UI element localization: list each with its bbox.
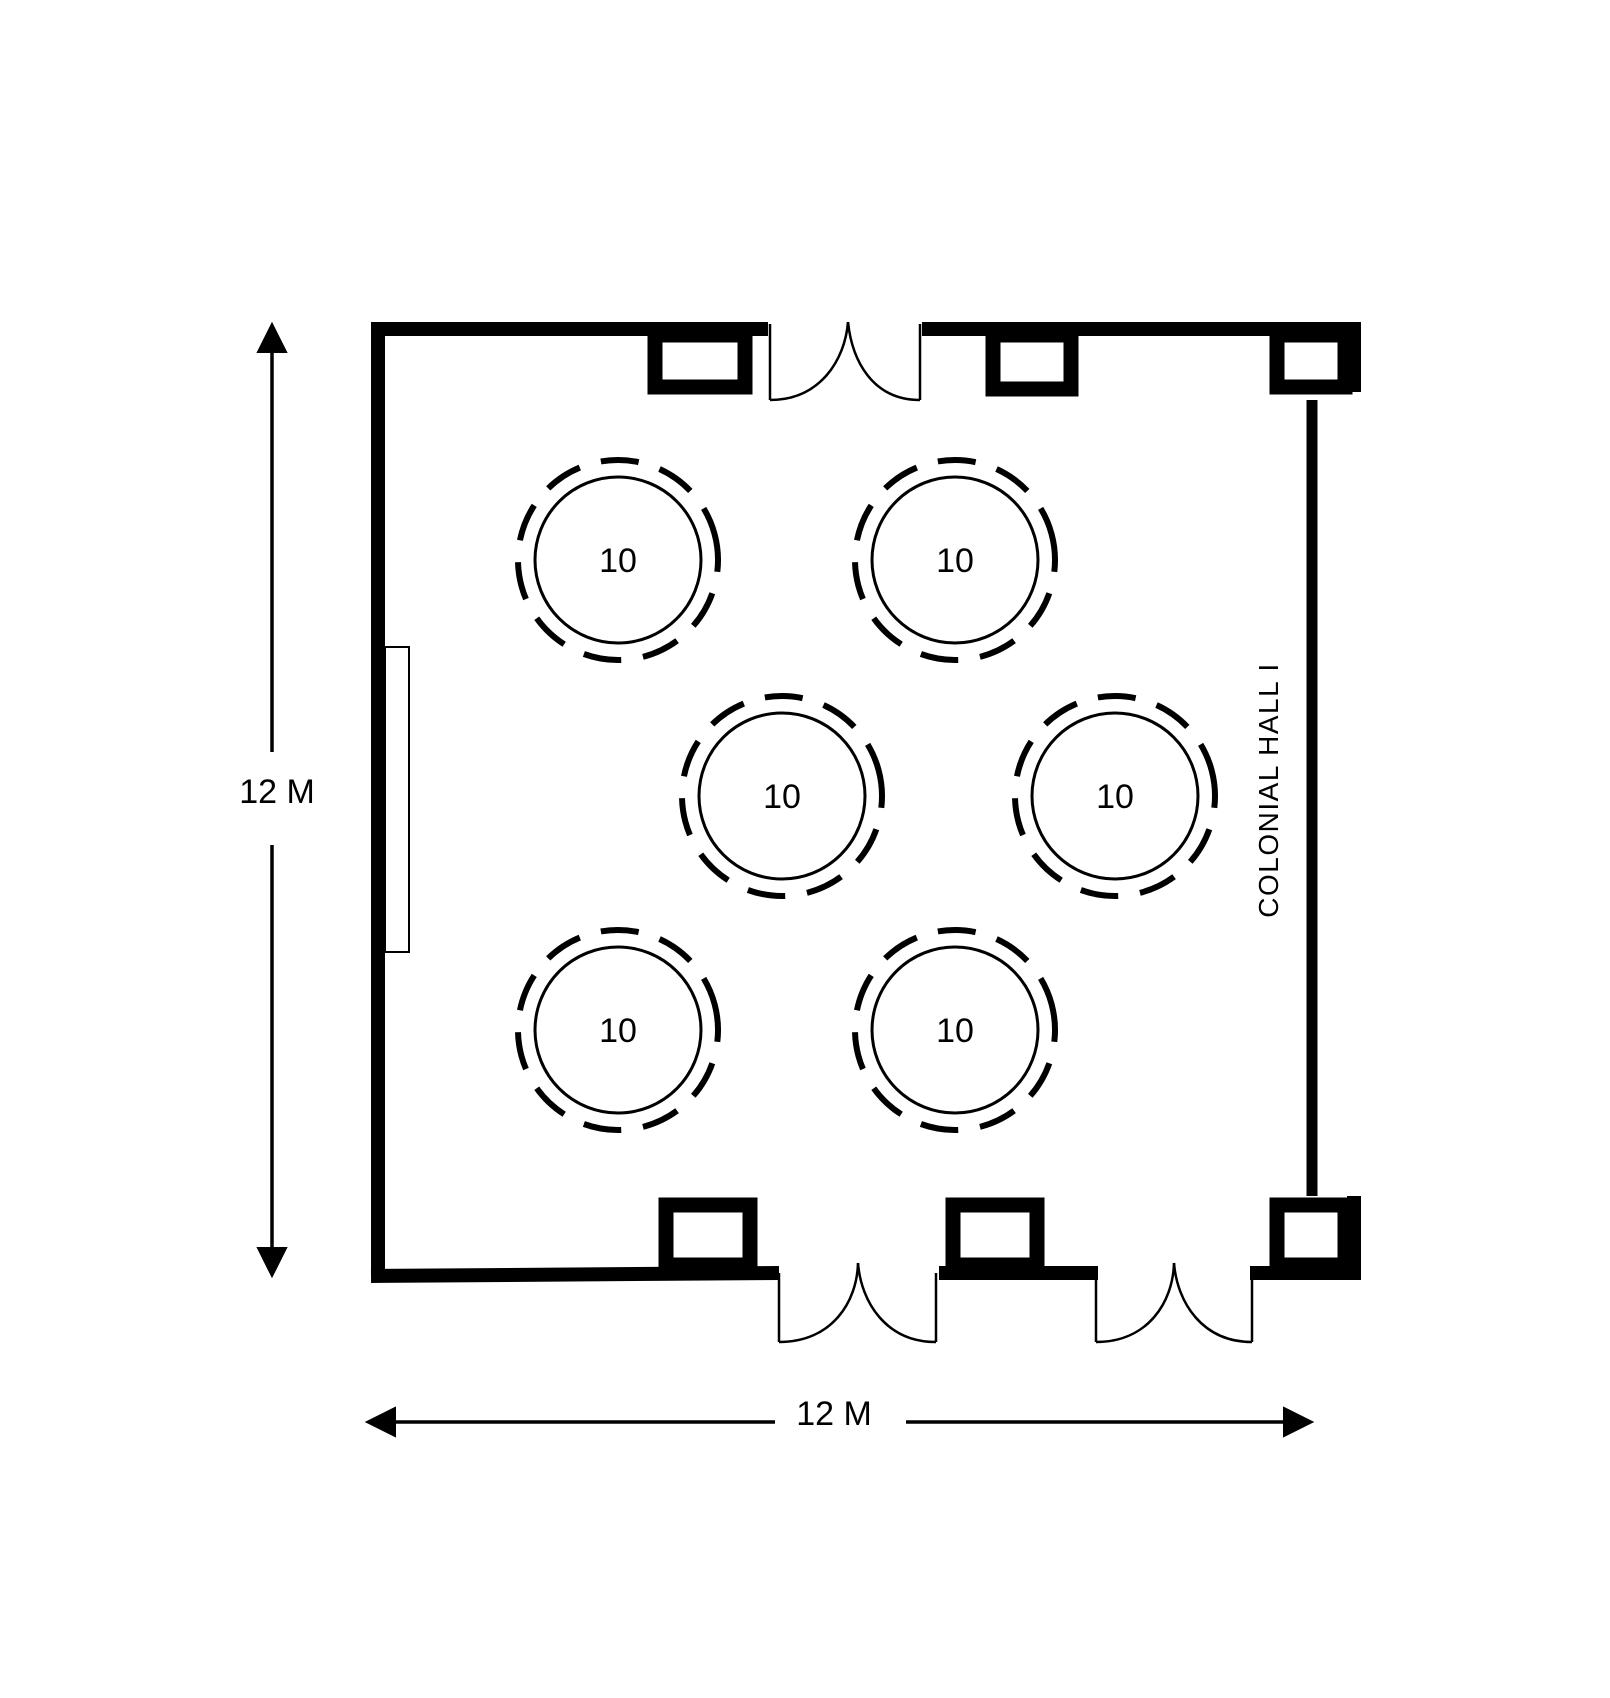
bottom-wall-right [1250, 1196, 1361, 1280]
table-seat-count: 10 [1096, 778, 1134, 816]
table-top [697, 711, 867, 881]
table-top [1030, 711, 1200, 881]
pillar [658, 1197, 758, 1273]
table-top [870, 945, 1040, 1115]
table-top [533, 945, 703, 1115]
round-table: 10 [852, 927, 1058, 1133]
pillar [945, 1197, 1045, 1273]
chair-ring [852, 927, 1058, 1133]
chair-ring [1012, 693, 1218, 899]
round-table: 10 [515, 927, 721, 1133]
doors [768, 321, 1254, 1344]
pillar [1269, 327, 1353, 395]
chair-ring [679, 693, 885, 899]
pillars [647, 327, 1353, 1273]
table-seat-count: 10 [763, 778, 801, 816]
bottom-right-double-door [1094, 1262, 1254, 1344]
top-wall-left [371, 322, 768, 1276]
chair-ring [515, 927, 721, 1133]
room-name: COLONIAL HALL I [1253, 662, 1284, 917]
height-label: 12 M [239, 773, 315, 811]
table-top [533, 475, 703, 645]
round-table: 10 [679, 693, 885, 899]
pillar [647, 327, 753, 395]
table-seat-count: 10 [936, 542, 974, 580]
bottom-left-double-door [777, 1262, 938, 1344]
table-seat-count: 10 [936, 1012, 974, 1050]
round-table: 10 [515, 457, 721, 663]
left-wall-panel [384, 646, 410, 953]
round-table: 10 [852, 457, 1058, 663]
tables: 10 10 10 10 10 10 [515, 457, 1218, 1133]
round-table: 10 [1012, 693, 1218, 899]
chair-ring [515, 457, 721, 663]
pillar [985, 327, 1079, 397]
bottom-wall-left [370, 1266, 780, 1283]
width-label: 12 M [796, 1395, 872, 1433]
chair-ring [852, 457, 1058, 663]
pillar [1269, 1197, 1353, 1273]
table-top [870, 475, 1040, 645]
top-double-door [768, 321, 922, 402]
table-seat-count: 10 [599, 542, 637, 580]
table-seat-count: 10 [599, 1012, 637, 1050]
